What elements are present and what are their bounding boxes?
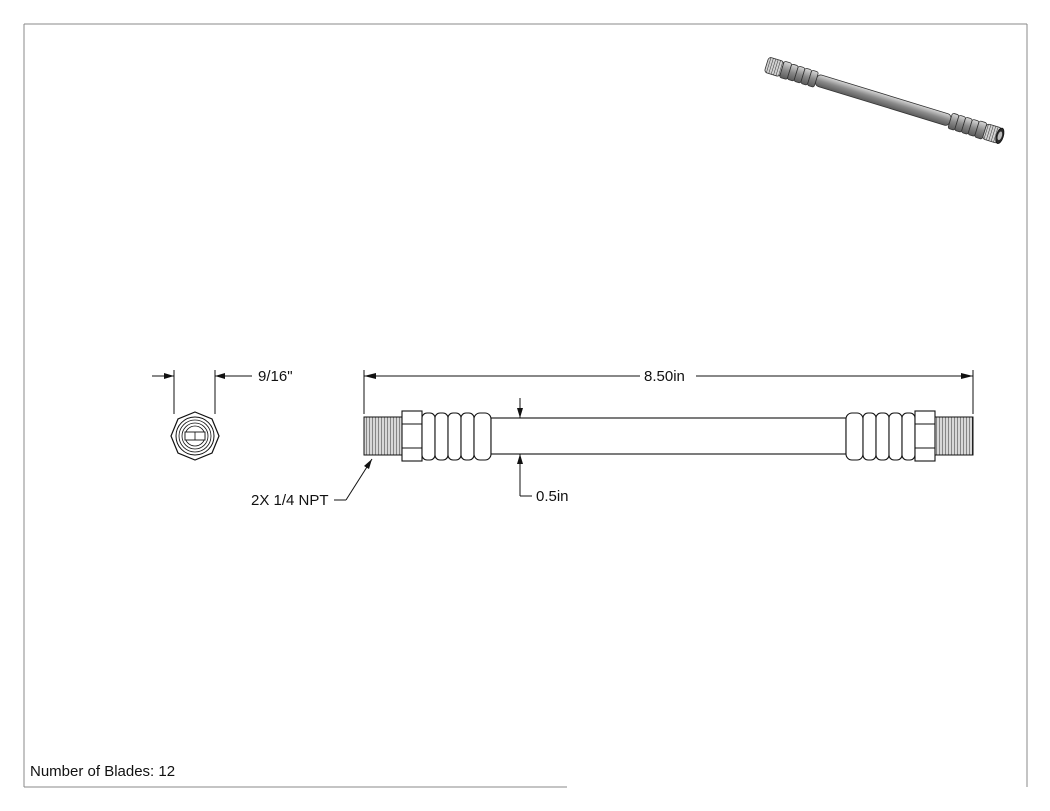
diameter-dimension	[517, 398, 532, 497]
thread-leader	[334, 458, 373, 501]
diameter-dimension-label: 0.5in	[536, 488, 569, 505]
sheet-border	[23, 23, 1028, 788]
length-dimension-label: 8.50in	[644, 368, 685, 385]
isometric-view	[764, 57, 1005, 144]
side-view	[363, 410, 974, 462]
hex-dimension-label: 9/16"	[258, 368, 293, 385]
hex-dimension	[152, 370, 252, 414]
length-dimension	[363, 370, 974, 414]
blade-count-note: Number of Blades: 12	[30, 763, 175, 780]
thread-callout-label: 2X 1/4 NPT	[251, 492, 329, 509]
end-view	[170, 411, 220, 461]
